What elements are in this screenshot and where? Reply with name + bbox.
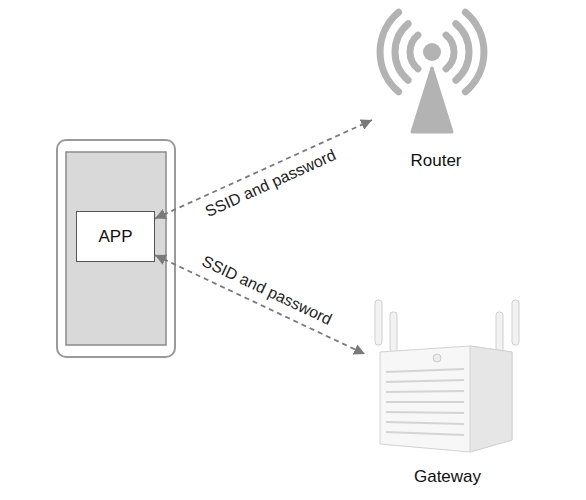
wave-arc [395,24,408,81]
vent [386,401,464,403]
edge-label: SSID and password [199,252,335,329]
vent [386,432,464,435]
edge-label: SSID and password [202,146,338,221]
gateway-side [470,346,512,452]
router-node: Router [372,8,500,174]
wave-arc [380,12,399,92]
app-box: APP [76,211,155,262]
antenna [496,312,503,352]
wave-arc [456,24,469,81]
phone-body [57,140,175,357]
wave-arc [465,12,484,92]
phone-screen [66,152,166,345]
vent [386,412,464,413]
node-label: APP [98,227,132,247]
gateway-vents [386,369,464,435]
router-mast [412,68,452,132]
antenna [512,300,519,345]
antenna [390,312,397,352]
router-dot [423,43,441,61]
vent [386,422,464,424]
wave-arc [410,35,418,69]
vent [386,369,464,372]
vent [386,380,464,382]
gateway-body [380,346,512,452]
node-label: Gateway [414,467,481,487]
vent [386,391,464,392]
dashed-arrow [155,255,365,354]
gateway-device [375,300,519,452]
status-light [433,354,441,362]
node-label: Router [410,151,461,171]
gateway-node: Gateway [365,296,530,490]
dashed-arrow [155,120,372,219]
antenna [375,300,382,345]
wave-arc [446,35,454,69]
